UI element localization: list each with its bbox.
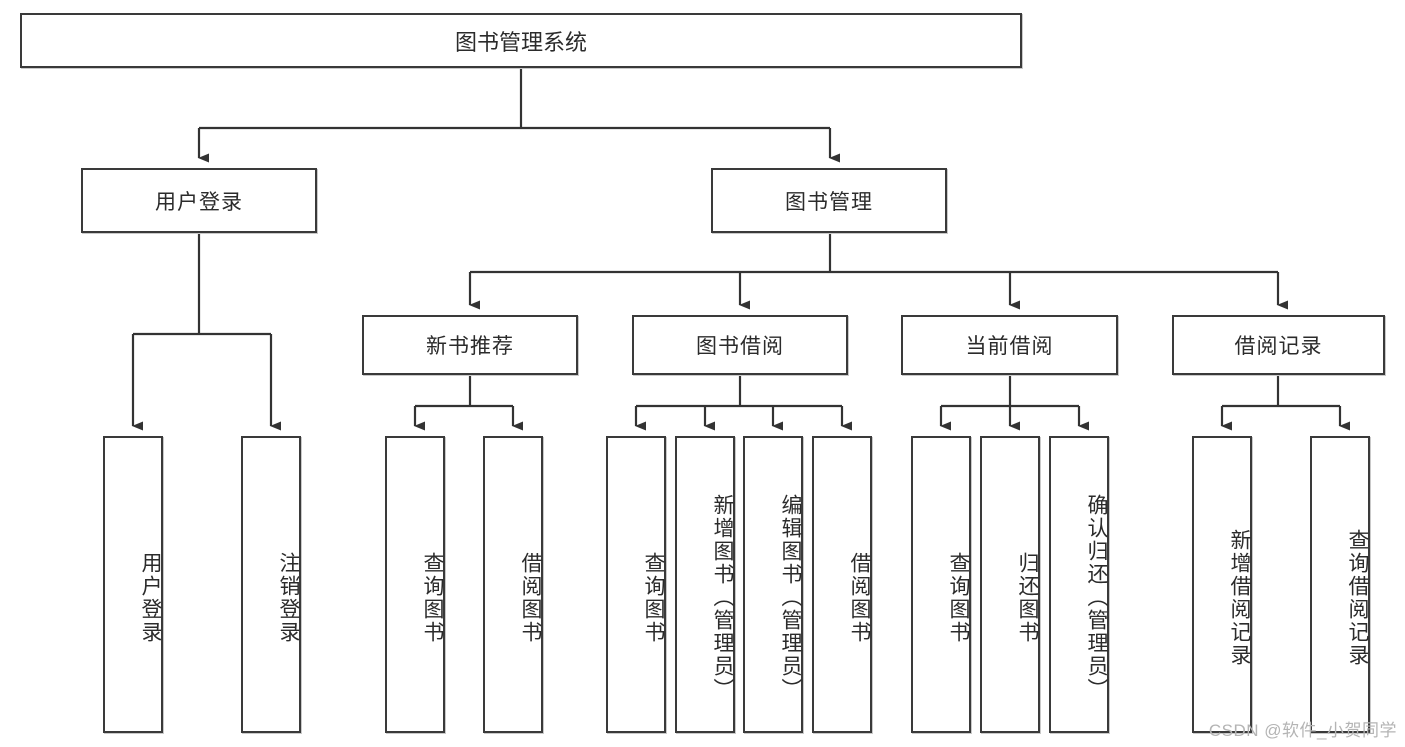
node-label: 借阅图书: [848, 551, 871, 644]
leaf-new-book-borrow[interactable]: 借阅图书: [483, 436, 543, 733]
node-label: 新增借阅记录: [1228, 528, 1251, 667]
node-label: 用户登录: [155, 190, 243, 214]
leaf-current-borrow-return[interactable]: 归还图书: [980, 436, 1040, 733]
leaf-user-login-logout[interactable]: 注销登录: [241, 436, 301, 733]
leaf-borrow-record-add[interactable]: 新增借阅记录: [1192, 436, 1252, 733]
node-label: 查询图书: [947, 551, 970, 644]
leaf-book-borrow-query[interactable]: 查询图书: [606, 436, 666, 733]
node-label: 查询图书: [642, 551, 665, 644]
node-label: 注销登录: [277, 551, 300, 644]
node-label: 新书推荐: [426, 335, 514, 358]
node-label: 图书借阅: [696, 335, 784, 358]
node-label: 图书管理: [785, 190, 873, 214]
node-label: 查询借阅记录: [1346, 528, 1369, 667]
node-label: 当前借阅: [965, 335, 1054, 358]
leaf-book-borrow-borrow[interactable]: 借阅图书: [812, 436, 872, 733]
node-label: 确认归还（管理员）: [1085, 494, 1108, 701]
leaf-new-book-query[interactable]: 查询图书: [385, 436, 445, 733]
leaf-book-borrow-edit[interactable]: 编辑图书（管理员）: [743, 436, 803, 733]
node-label: 新增图书（管理员）: [711, 494, 734, 701]
node-book-borrow[interactable]: 图书借阅: [632, 315, 848, 375]
leaf-book-borrow-add[interactable]: 新增图书（管理员）: [675, 436, 735, 733]
node-new-book-recommend[interactable]: 新书推荐: [362, 315, 578, 375]
node-label: 归还图书: [1016, 551, 1039, 644]
node-label: 借阅记录: [1234, 335, 1323, 358]
node-label: 借阅图书: [519, 551, 542, 644]
leaf-user-login-login[interactable]: 用户登录: [103, 436, 163, 733]
node-label: 图书管理系统: [454, 29, 587, 55]
node-borrow-record[interactable]: 借阅记录: [1172, 315, 1385, 375]
leaf-current-borrow-query[interactable]: 查询图书: [911, 436, 971, 733]
node-book-management[interactable]: 图书管理: [711, 168, 947, 233]
leaf-current-borrow-confirm-return[interactable]: 确认归还（管理员）: [1049, 436, 1109, 733]
node-user-login[interactable]: 用户登录: [81, 168, 317, 233]
leaf-borrow-record-query[interactable]: 查询借阅记录: [1310, 436, 1370, 733]
node-label: 查询图书: [421, 551, 444, 644]
node-root-system[interactable]: 图书管理系统: [20, 13, 1022, 68]
node-current-borrow[interactable]: 当前借阅: [901, 315, 1118, 375]
node-label: 编辑图书（管理员）: [779, 494, 802, 701]
node-label: 用户登录: [139, 551, 162, 644]
watermark: CSDN @软件_小贺同学: [1208, 721, 1397, 740]
